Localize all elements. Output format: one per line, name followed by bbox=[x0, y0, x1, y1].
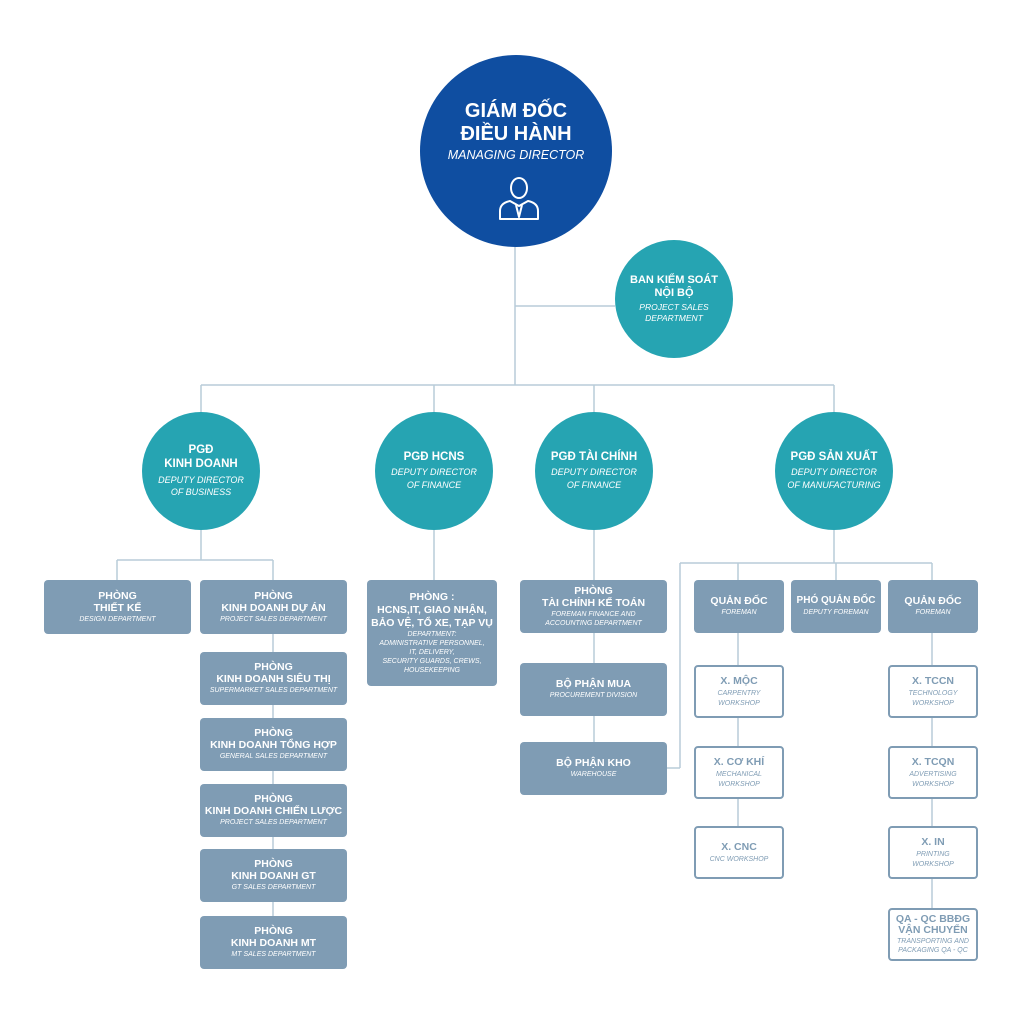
dept-project-sales: PHÒNG KINH DOANH DỰ ÁN PROJECT SALES DEP… bbox=[200, 580, 347, 634]
dept-hr-admin: PHÒNG : HCNS,IT, GIAO NHẬN, BẢO VỆ, TỔ X… bbox=[367, 580, 497, 686]
managing-director-subtitle: MANAGING DIRECTOR bbox=[447, 148, 585, 162]
workshop-printing-title: X. IN bbox=[921, 836, 945, 849]
dept-warehouse-subtitle: WAREHOUSE bbox=[570, 771, 617, 779]
dept-project-sales-title: PHÒNG KINH DOANH DỰ ÁN bbox=[221, 589, 326, 614]
internal-control-node: BAN KIỂM SOÁT NỘI BỘ PROJECT SALES DEPAR… bbox=[615, 240, 733, 358]
workshop-printing-subtitle: PRINTING WORKSHOP bbox=[912, 851, 954, 868]
dept-accounting-subtitle: FOREMAN FINANCE AND ACCOUNTING DEPARTMEN… bbox=[545, 610, 642, 627]
workshop-qa-transport: QA - QC BBĐG VẬN CHUYỂN TRANSPORTING AND… bbox=[888, 908, 978, 961]
workshop-cnc-subtitle: CNC WORKSHOP bbox=[709, 855, 769, 863]
dept-strategy-sales-title: PHÒNG KINH DOANH CHIẾN LƯỢC bbox=[204, 793, 343, 818]
workshop-technology-subtitle: TECHNOLOGY WORKSHOP bbox=[908, 690, 958, 707]
deputy-production-title: PGĐ SẢN XUẤT bbox=[790, 450, 878, 463]
dept-warehouse-title: BỘ PHẬN KHO bbox=[556, 757, 631, 770]
deputy-hr-node: PGĐ HCNS DEPUTY DIRECTOR OF FINANCE bbox=[375, 412, 493, 530]
deputy-production-subtitle: DEPUTY DIRECTOR OF MANUFACTURING bbox=[787, 466, 881, 490]
dept-supermarket-sales-title: PHÒNG KINH DOANH SIÊU THỊ bbox=[216, 661, 331, 686]
managing-director-node: GIÁM ĐỐC ĐIỀU HÀNH MANAGING DIRECTOR bbox=[420, 55, 612, 247]
workshop-advertising: X. TCQN ADVERTISING WORKSHOP bbox=[888, 746, 978, 799]
workshop-advertising-subtitle: ADVERTISING WORKSHOP bbox=[909, 771, 957, 788]
workshop-qa-transport-title: QA - QC BBĐG VẬN CHUYỂN bbox=[895, 912, 971, 937]
deputy-hr-title: PGĐ HCNS bbox=[403, 450, 465, 463]
internal-control-title: BAN KIỂM SOÁT NỘI BỘ bbox=[630, 273, 718, 299]
deputy-finance-title: PGĐ TÀI CHÍNH bbox=[550, 450, 638, 463]
dept-general-sales-title: PHÒNG KINH DOANH TỔNG HỢP bbox=[210, 727, 337, 752]
dept-hr-admin-title: PHÒNG : HCNS,IT, GIAO NHẬN, BẢO VỆ, TỔ X… bbox=[371, 590, 493, 629]
dept-project-sales-subtitle: PROJECT SALES DEPARTMENT bbox=[220, 615, 327, 623]
dept-strategy-sales: PHÒNG KINH DOANH CHIẾN LƯỢC PROJECT SALE… bbox=[200, 784, 347, 837]
workshop-technology: X. TCCN TECHNOLOGY WORKSHOP bbox=[888, 665, 978, 718]
managing-director-title-line1: GIÁM ĐỐC bbox=[464, 100, 568, 122]
role-foreman-right-title: QUẢN ĐỐC bbox=[904, 595, 962, 608]
role-foreman-right: QUẢN ĐỐC FOREMAN bbox=[888, 580, 978, 633]
deputy-business-title: PGĐ KINH DOANH bbox=[164, 444, 238, 471]
workshop-mechanical-title: X. CƠ KHÍ bbox=[713, 756, 765, 769]
workshop-qa-transport-subtitle: TRANSPORTING AND PACKAGING QA - QC bbox=[897, 937, 969, 954]
dept-gt-sales-title: PHÒNG KINH DOANH GT bbox=[231, 858, 316, 883]
role-deputy-foreman: PHÓ QUẢN ĐỐC DEPUTY FOREMAN bbox=[791, 580, 881, 633]
dept-warehouse: BỘ PHẬN KHO WAREHOUSE bbox=[520, 742, 667, 795]
dept-procurement-title: BỘ PHẬN MUA bbox=[555, 678, 632, 691]
dept-procurement: BỘ PHẬN MUA PROCUREMENT DIVISION bbox=[520, 663, 667, 716]
deputy-business-node: PGĐ KINH DOANH DEPUTY DIRECTOR OF BUSINE… bbox=[142, 412, 260, 530]
workshop-cnc-title: X. CNC bbox=[721, 840, 757, 853]
dept-gt-sales: PHÒNG KINH DOANH GT GT SALES DEPARTMENT bbox=[200, 849, 347, 902]
user-tie-icon bbox=[499, 177, 539, 220]
role-deputy-foreman-subtitle: DEPUTY FOREMAN bbox=[803, 608, 869, 616]
deputy-business-subtitle: DEPUTY DIRECTOR OF BUSINESS bbox=[158, 474, 244, 498]
dept-accounting-title: PHÒNG TÀI CHÍNH KẾ TOÁN bbox=[541, 584, 646, 609]
workshop-carpentry-title: X. MỘC bbox=[720, 675, 758, 688]
dept-general-sales: PHÒNG KINH DOANH TỔNG HỢP GENERAL SALES … bbox=[200, 718, 347, 771]
role-foreman-left-subtitle: FOREMAN bbox=[721, 609, 757, 617]
deputy-hr-subtitle: DEPUTY DIRECTOR OF FINANCE bbox=[391, 466, 477, 490]
role-deputy-foreman-title: PHÓ QUẢN ĐỐC bbox=[796, 595, 876, 607]
role-foreman-right-subtitle: FOREMAN bbox=[915, 609, 951, 617]
deputy-finance-node: PGĐ TÀI CHÍNH DEPUTY DIRECTOR OF FINANCE bbox=[535, 412, 653, 530]
managing-director-title-line2: ĐIỀU HÀNH bbox=[460, 123, 572, 145]
dept-mt-sales-subtitle: MT SALES DEPARTMENT bbox=[231, 951, 316, 959]
workshop-mechanical: X. CƠ KHÍ MECHANICAL WORKSHOP bbox=[694, 746, 784, 799]
dept-hr-admin-subtitle: DEPARTMENT: ADMINISTRATIVE PERSONNEL, IT… bbox=[379, 630, 485, 675]
workshop-advertising-title: X. TCQN bbox=[911, 756, 955, 769]
deputy-finance-subtitle: DEPUTY DIRECTOR OF FINANCE bbox=[551, 466, 637, 490]
workshop-technology-title: X. TCCN bbox=[912, 675, 954, 688]
dept-accounting: PHÒNG TÀI CHÍNH KẾ TOÁN FOREMAN FINANCE … bbox=[520, 580, 667, 633]
workshop-printing: X. IN PRINTING WORKSHOP bbox=[888, 826, 978, 879]
workshop-cnc: X. CNC CNC WORKSHOP bbox=[694, 826, 784, 879]
dept-mt-sales-title: PHÒNG KINH DOANH MT bbox=[230, 925, 317, 950]
workshop-carpentry-subtitle: CARPENTRY WORKSHOP bbox=[717, 690, 761, 707]
role-foreman-left: QUẢN ĐỐC FOREMAN bbox=[694, 580, 784, 633]
dept-mt-sales: PHÒNG KINH DOANH MT MT SALES DEPARTMENT bbox=[200, 916, 347, 969]
workshop-carpentry: X. MỘC CARPENTRY WORKSHOP bbox=[694, 665, 784, 718]
dept-design: PHÒNG THIẾT KẾ DESIGN DEPARTMENT bbox=[44, 580, 191, 634]
dept-gt-sales-subtitle: GT SALES DEPARTMENT bbox=[231, 884, 316, 892]
role-foreman-left-title: QUẢN ĐỐC bbox=[710, 595, 768, 608]
dept-procurement-subtitle: PROCUREMENT DIVISION bbox=[549, 692, 638, 700]
workshop-mechanical-subtitle: MECHANICAL WORKSHOP bbox=[716, 771, 762, 788]
deputy-production-node: PGĐ SẢN XUẤT DEPUTY DIRECTOR OF MANUFACT… bbox=[775, 412, 893, 530]
dept-supermarket-sales: PHÒNG KINH DOANH SIÊU THỊ SUPERMARKET SA… bbox=[200, 652, 347, 705]
dept-strategy-sales-subtitle: PROJECT SALES DEPARTMENT bbox=[220, 819, 327, 827]
dept-design-subtitle: DESIGN DEPARTMENT bbox=[79, 615, 156, 623]
dept-general-sales-subtitle: GENERAL SALES DEPARTMENT bbox=[219, 753, 328, 761]
dept-supermarket-sales-subtitle: SUPERMARKET SALES DEPARTMENT bbox=[209, 687, 338, 695]
internal-control-subtitle: PROJECT SALES DEPARTMENT bbox=[639, 302, 709, 324]
dept-design-title: PHÒNG THIẾT KẾ bbox=[93, 589, 142, 614]
